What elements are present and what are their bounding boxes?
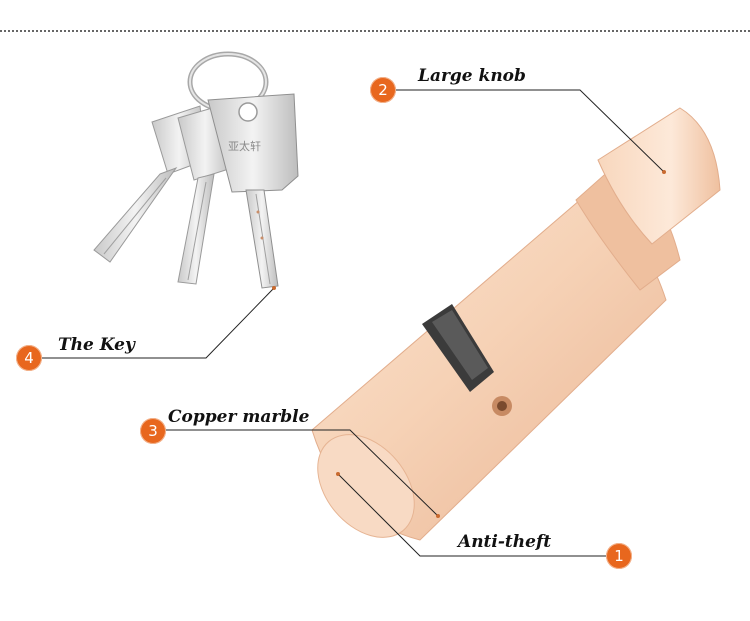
dotted-divider	[0, 30, 750, 32]
leader-endpoints	[272, 170, 666, 518]
callout-label-anti-theft: Anti-theft	[458, 532, 552, 552]
large-knob	[575, 107, 721, 291]
callout-label-copper-marble: Copper marble	[168, 407, 310, 427]
key-middle	[177, 103, 233, 285]
callout-leaders	[40, 89, 665, 557]
callout-badge-1: 1	[606, 543, 632, 569]
key-front: 亚太轩	[207, 93, 299, 289]
callout-badge-4: 4	[16, 345, 42, 371]
callout-badge-3: 3	[140, 418, 166, 444]
leader-line-copper-marble	[164, 429, 439, 517]
leader-line-anti-theft	[337, 473, 606, 557]
callout-label-large-knob: Large knob	[418, 66, 526, 86]
leader-line-key	[40, 287, 275, 359]
leader-line-knob	[396, 89, 665, 173]
key-engraving: 亚太轩	[228, 139, 261, 153]
callout-label-the-key: The Key	[58, 335, 135, 355]
lock-cylinder	[311, 199, 667, 541]
callout-badge-2: 2	[370, 77, 396, 103]
